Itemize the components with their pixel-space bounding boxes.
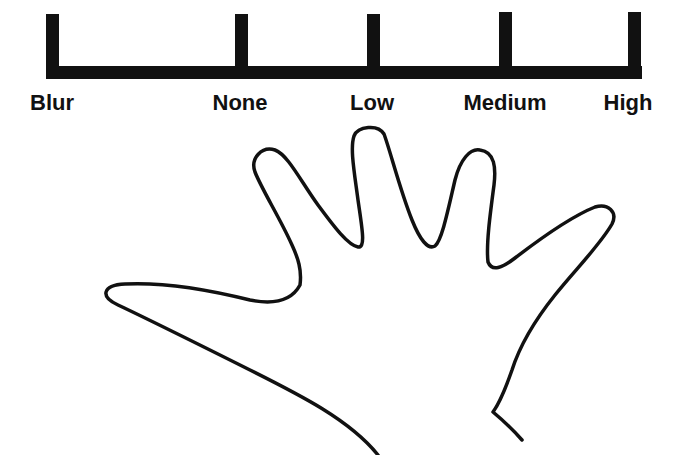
scale-tick (499, 12, 512, 79)
scale-tick (367, 14, 380, 79)
scale-tick (46, 14, 59, 79)
scale-tick (235, 14, 248, 79)
scale-label: Blur (30, 90, 74, 116)
scale-label: Low (350, 90, 394, 116)
scale-tick (628, 12, 641, 79)
scale-bar (46, 12, 642, 79)
scale-label: High (604, 90, 653, 116)
scale-label: Medium (463, 90, 546, 116)
scale-axis (46, 66, 642, 79)
hand-outline (106, 127, 614, 455)
scale-label: None (213, 90, 268, 116)
